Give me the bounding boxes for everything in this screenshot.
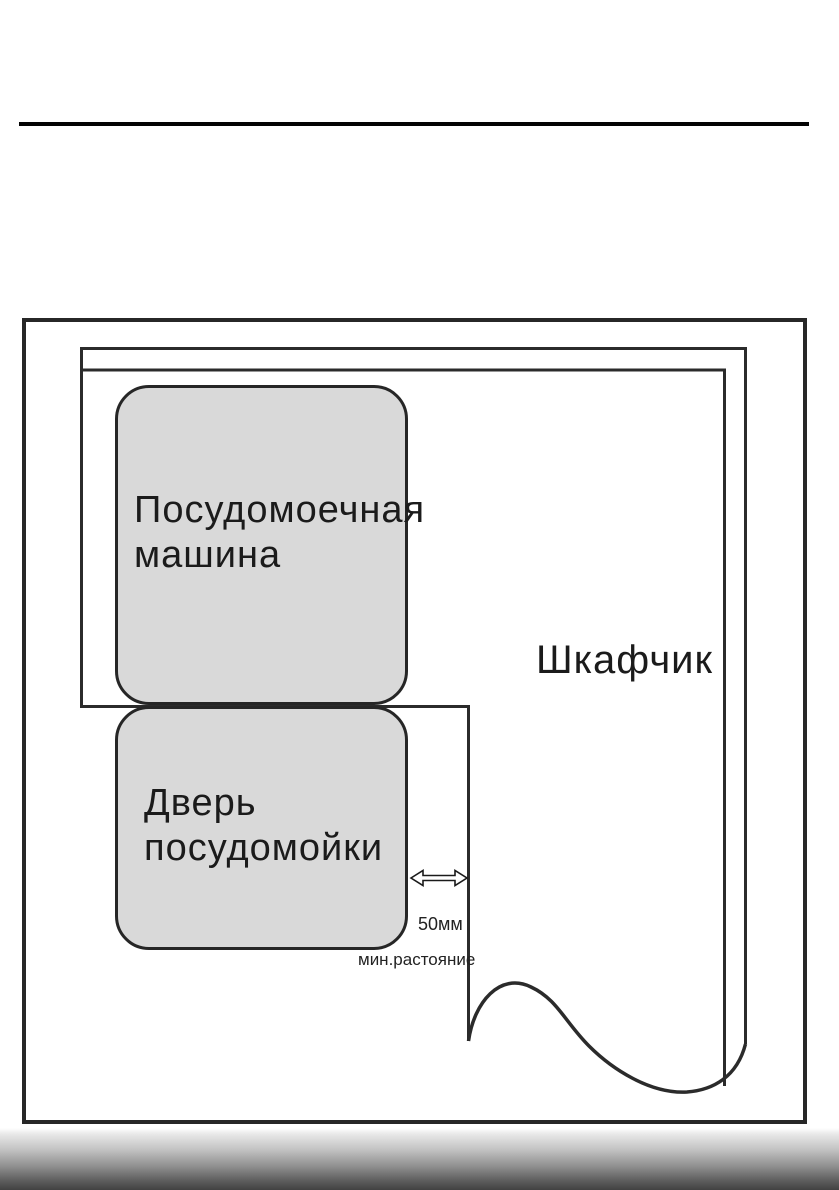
section-divider-rule bbox=[19, 122, 809, 126]
dishwasher-label: Посудомоечная машина bbox=[134, 489, 426, 576]
dishwasher-box: Посудомоечная машина bbox=[115, 385, 424, 705]
diagram-border bbox=[22, 318, 807, 1124]
cabinet-label: Шкафчик bbox=[536, 638, 713, 682]
page-bottom-shadow bbox=[0, 1128, 839, 1190]
dishwasher-door-label: Дверь посудомойки bbox=[144, 782, 384, 869]
dishwasher-door-box: Дверь посудомойки bbox=[115, 706, 408, 950]
double-arrow-icon bbox=[409, 869, 469, 887]
distance-value-label: 50мм bbox=[418, 914, 463, 934]
distance-caption-label: мин.растояние bbox=[358, 950, 476, 969]
